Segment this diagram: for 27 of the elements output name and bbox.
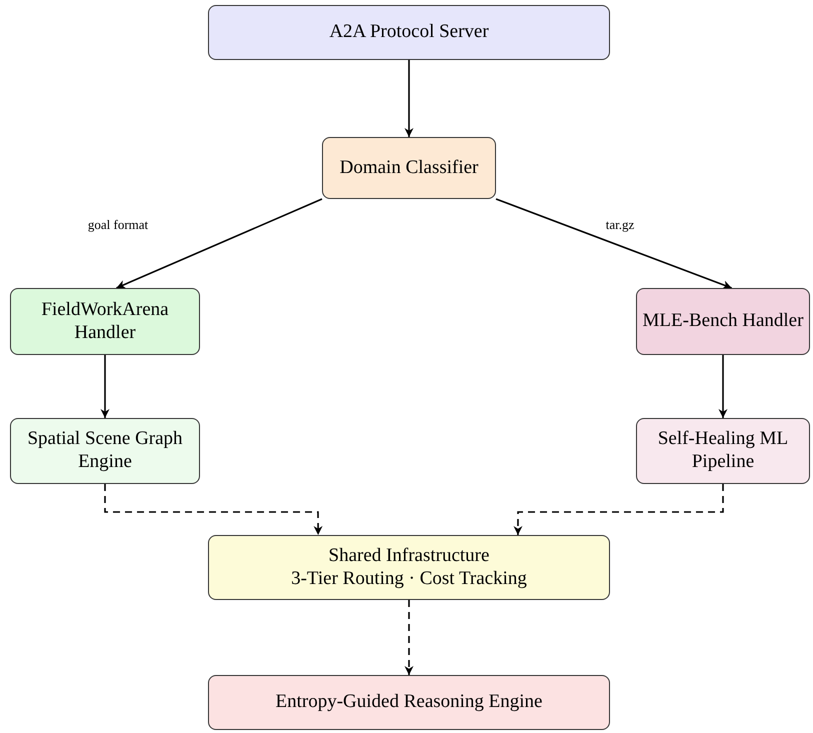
edge-label: tar.gz [606,217,634,233]
process-box [10,288,200,355]
arrow [513,484,724,535]
process-box [208,675,610,730]
arrow [496,198,732,290]
arrow [404,60,414,137]
node-text: FieldWorkArena Handler [40,298,170,344]
node-text: Entropy-Guided Reasoning Engine [275,691,542,714]
process-box [208,5,610,60]
arrow [100,355,110,418]
node-text: MLE-Bench Handler [642,310,804,333]
arrow [104,484,323,535]
node-text: Spatial Scene Graph Engine [26,428,184,474]
edge-label: goal format [88,217,148,233]
process-box [208,535,610,600]
process-box [636,418,810,484]
node-text: A2A Protocol Server [329,21,489,44]
arrow [718,355,728,418]
process-box [322,137,496,199]
node-text: Shared Infrastructure [328,544,490,568]
arrow [116,198,322,289]
node-text: 3-Tier Routing · Cost Tracking [291,568,527,590]
process-box [10,418,200,484]
node-text: Self-Healing ML Pipeline [656,428,790,474]
process-box [636,288,810,355]
node-text: Domain Classifier [340,156,478,180]
arrow [404,600,414,675]
